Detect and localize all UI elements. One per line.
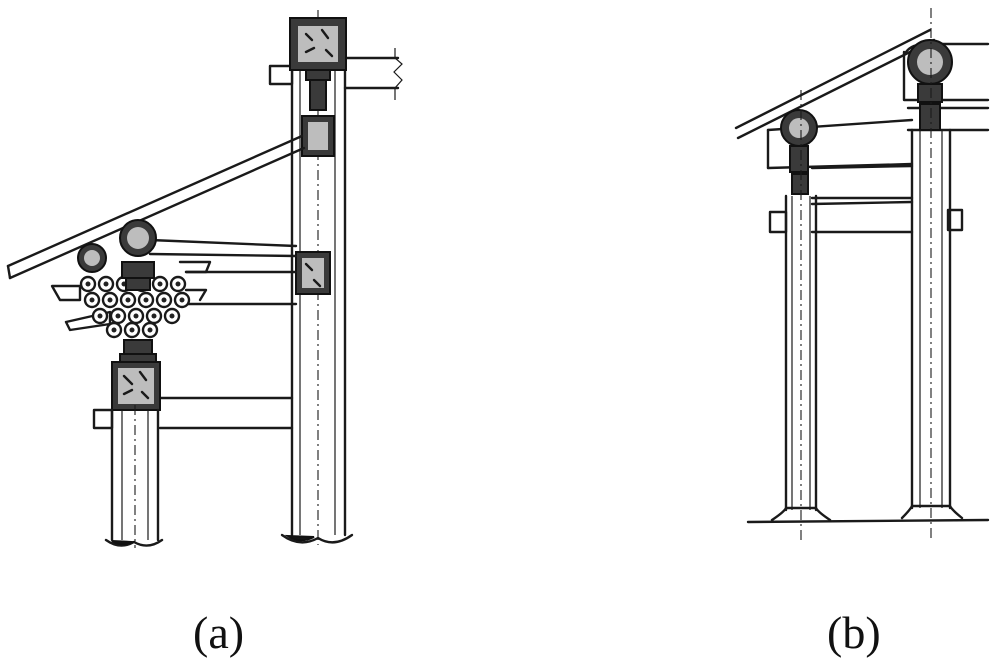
bracket-node-dot (85, 281, 91, 287)
figure-a-bracket-set (50, 260, 212, 363)
bracket-node-dot (125, 297, 131, 303)
figure-b-ground-line (746, 518, 990, 524)
bracket-node-dot (175, 281, 181, 287)
figure-b-left-column (770, 90, 832, 540)
bracket-node-dot (157, 281, 163, 287)
bracket-node-dot (111, 327, 117, 333)
bracket-node-dot (169, 313, 175, 319)
figure-b (734, 8, 990, 540)
figure-a-top-bracket-block (289, 17, 347, 157)
bracket-node-dot (97, 313, 103, 319)
bracket-node-dot (129, 327, 135, 333)
bracket-node-dot (151, 313, 157, 319)
figure-a-tall-column (268, 10, 403, 545)
bracket-node-dot (115, 313, 121, 319)
figure-a-rafter (6, 134, 306, 280)
bracket-node-dot (89, 297, 95, 303)
figure-a-mid-bracket-block (295, 251, 331, 295)
figure-a (6, 10, 403, 548)
figure-b-rafter (734, 28, 936, 140)
bracket-cap-block (125, 277, 151, 291)
figure-a-short-column (104, 361, 164, 548)
bracket-node-dot (133, 313, 139, 319)
figure-a-beams (92, 238, 298, 430)
bracket-node-dot (107, 297, 113, 303)
bracket-cap-block (121, 261, 155, 279)
figure-b-purlins (780, 39, 953, 147)
figure-a-purlins (77, 219, 157, 273)
figure-b-caption: (b) (827, 607, 881, 658)
bracket-node-dot (161, 297, 167, 303)
bracket-node-dot (147, 327, 153, 333)
figure-a-caption: (a) (193, 607, 245, 658)
figure-b-right-column (900, 8, 964, 540)
bracket-node-dot (179, 297, 185, 303)
bracket-node-dot (143, 297, 149, 303)
bracket-node-dot (103, 281, 109, 287)
